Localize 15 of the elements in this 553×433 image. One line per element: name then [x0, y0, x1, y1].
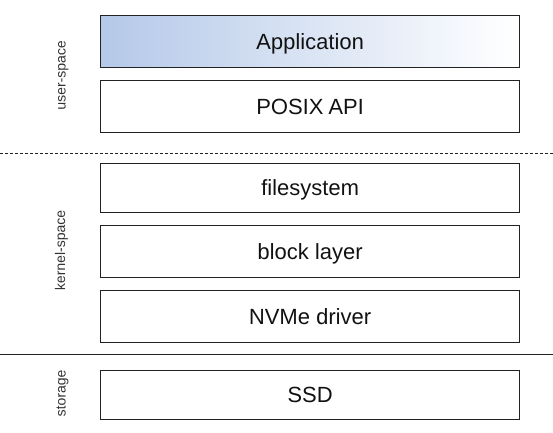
layer-box	[100, 15, 520, 68]
layer-group-label: kernel-space	[52, 210, 68, 290]
layer-label: filesystem	[261, 175, 359, 201]
layer-group-label: storage	[52, 370, 68, 416]
layer-label: POSIX API	[256, 94, 364, 120]
layer-label: SSD	[287, 382, 333, 408]
layer-box	[100, 80, 520, 133]
layer-label: block layer	[257, 238, 363, 264]
layer-label: Application	[256, 28, 364, 54]
layer-box	[100, 225, 520, 278]
layer-box	[100, 370, 520, 420]
layer-label: NVMe driver	[248, 304, 372, 330]
layer-box	[100, 290, 520, 343]
layer-box	[100, 163, 520, 213]
layer-group-label: user-space	[52, 40, 68, 110]
